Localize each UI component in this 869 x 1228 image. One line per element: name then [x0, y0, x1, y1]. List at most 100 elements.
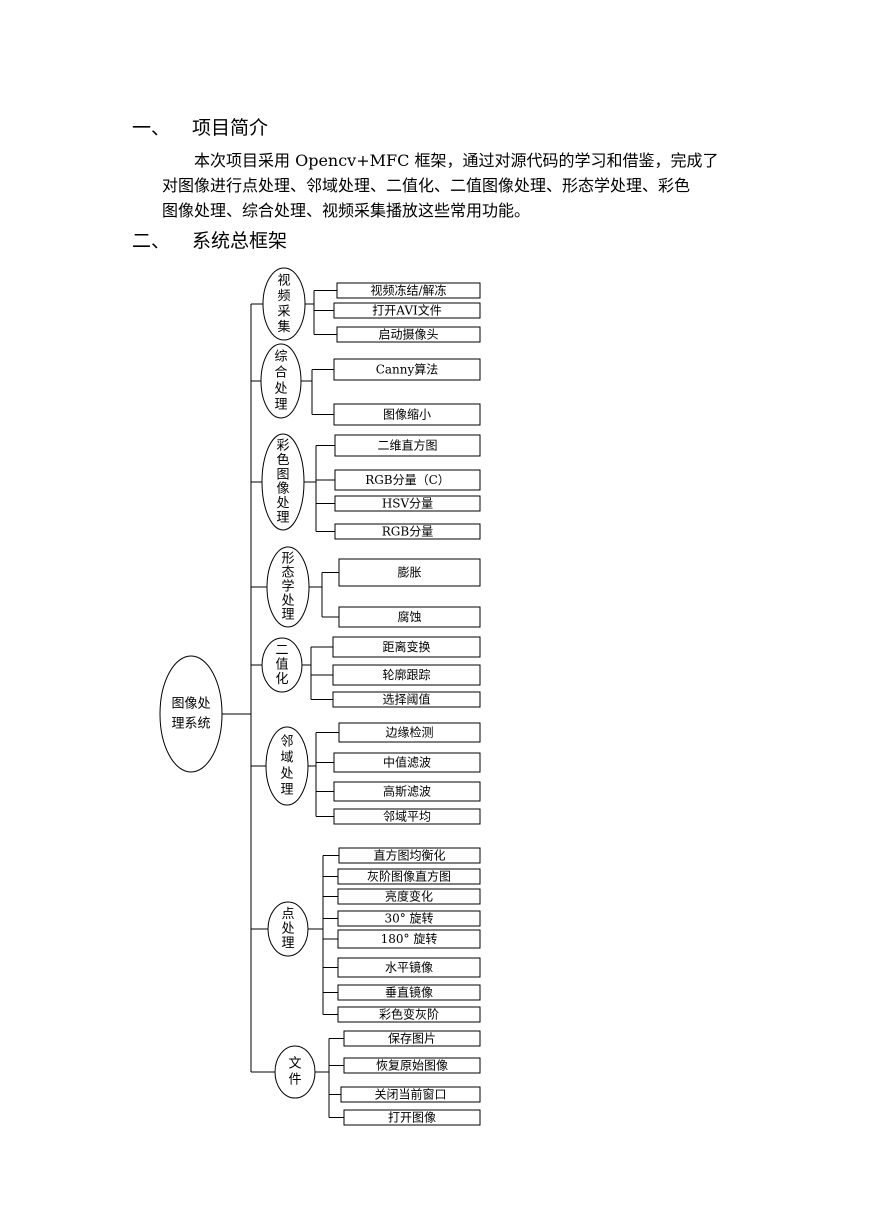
root-node-label: 图像处 — [171, 697, 210, 712]
group-node-label: 处 — [274, 382, 287, 397]
function-box-label: HSV分量 — [382, 497, 433, 511]
function-box — [343, 1057, 481, 1074]
section-title: 项目简介 — [192, 117, 269, 139]
function-box — [333, 358, 481, 381]
function-box — [337, 929, 481, 949]
root-node-label: 理系统 — [171, 717, 210, 732]
function-box-label: 膨胀 — [397, 566, 421, 580]
group-node-label: 采 — [277, 304, 290, 319]
function-box — [337, 910, 481, 927]
function-box-label: 亮度变化 — [385, 889, 433, 904]
function-box — [337, 1006, 481, 1023]
function-box-label: 打开AVI文件 — [372, 303, 441, 318]
root-node — [159, 655, 223, 773]
group-node-label: 处 — [281, 594, 294, 609]
group-node — [261, 637, 303, 693]
section-number: 一、 — [132, 117, 171, 139]
function-box-label: 直方图均衡化 — [373, 848, 445, 863]
function-box-label: 灰阶图像直方图 — [367, 869, 451, 884]
group-node-label: 学 — [281, 579, 294, 595]
function-box-label: 水平镜像 — [385, 960, 433, 975]
function-box-label: 选择阈值 — [382, 692, 430, 707]
group-node-label: 图 — [276, 467, 289, 482]
function-box-label: RGB分量 — [382, 525, 433, 539]
function-box — [333, 403, 481, 426]
function-box — [333, 302, 481, 319]
group-node-label: 态 — [281, 566, 294, 581]
function-box-label: 保存图片 — [388, 1032, 436, 1046]
group-node — [262, 267, 306, 341]
group-node-label: 理 — [281, 608, 294, 623]
group-node-label: 集 — [277, 319, 290, 335]
function-box — [337, 868, 481, 885]
group-node-label: 彩 — [276, 439, 289, 454]
function-box — [336, 282, 481, 299]
function-box-label: RGB分量（C） — [365, 473, 450, 487]
function-box-label: Canny算法 — [376, 362, 439, 377]
intro-line: 图像处理、综合处理、视频采集播放这些常用功能。 — [162, 201, 531, 220]
function-box — [332, 636, 481, 658]
function-box — [338, 722, 481, 743]
group-node — [261, 433, 305, 531]
group-node-label: 件 — [288, 1073, 301, 1088]
function-box-label: 30° 旋转 — [384, 911, 433, 926]
group-node-label: 处 — [276, 496, 289, 511]
function-box — [338, 606, 481, 628]
group-node-label: 色 — [276, 452, 289, 468]
group-node-label: 理 — [276, 510, 289, 525]
function-box — [338, 847, 481, 864]
group-node-label: 综 — [274, 350, 287, 365]
function-box-label: 关闭当前窗口 — [374, 1087, 446, 1102]
function-box — [333, 781, 481, 802]
group-node — [267, 901, 309, 957]
group-node — [274, 1045, 316, 1099]
function-box-label: 图像缩小 — [383, 407, 431, 422]
group-node-label: 理 — [274, 398, 287, 413]
function-box-label: 180° 旋转 — [381, 931, 438, 946]
group-node-label: 频 — [277, 289, 290, 304]
function-box — [336, 326, 481, 343]
section-title: 系统总框架 — [192, 230, 288, 252]
function-box — [337, 957, 481, 978]
function-box — [338, 558, 481, 587]
function-box-label: 中值滤波 — [383, 755, 431, 770]
function-box — [334, 434, 481, 457]
section-number: 二、 — [132, 230, 171, 252]
intro-line: 本次项目采用 Opencv+MFC 框架，通过对源代码的学习和借鉴，完成了 — [194, 151, 719, 170]
intro-line: 对图像进行点处理、邻域处理、二值化、二值图像处理、形态学处理、彩色 — [162, 176, 691, 195]
group-node-label: 处 — [281, 922, 294, 937]
group-node — [260, 343, 302, 419]
function-box — [334, 469, 481, 491]
function-box-label: 彩色变灰阶 — [379, 1007, 439, 1022]
group-node-label: 形 — [281, 552, 294, 567]
function-box-label: 视频冻结/解冻 — [370, 283, 446, 298]
function-box-label: 垂直镜像 — [385, 985, 433, 1000]
function-box — [334, 495, 481, 512]
function-box — [337, 888, 481, 905]
group-node-label: 化 — [275, 672, 288, 687]
group-node-label: 理 — [280, 783, 293, 798]
group-node-label: 理 — [281, 936, 294, 951]
group-node — [265, 726, 309, 806]
function-box-label: 启动摄像头 — [378, 327, 438, 342]
group-node-label: 点 — [281, 907, 294, 922]
group-node-label: 像 — [276, 482, 289, 497]
group-node-label: 合 — [274, 366, 287, 381]
group-node-label: 处 — [280, 767, 293, 782]
function-box-label: 邻域平均 — [383, 810, 431, 824]
function-box-label: 二维直方图 — [377, 438, 437, 453]
group-node-label: 邻 — [280, 735, 293, 750]
function-box — [337, 984, 481, 1001]
function-box — [332, 691, 481, 708]
group-node-label: 文 — [288, 1057, 301, 1072]
group-node — [266, 546, 310, 628]
function-box — [343, 1030, 481, 1047]
function-box-label: 高斯滤波 — [383, 784, 431, 799]
function-box — [332, 664, 481, 686]
function-box — [333, 808, 481, 825]
function-box-label: 恢复原始图像 — [376, 1059, 448, 1073]
function-box — [334, 523, 481, 540]
function-box-label: 腐蚀 — [397, 609, 421, 624]
function-box — [340, 1086, 481, 1103]
